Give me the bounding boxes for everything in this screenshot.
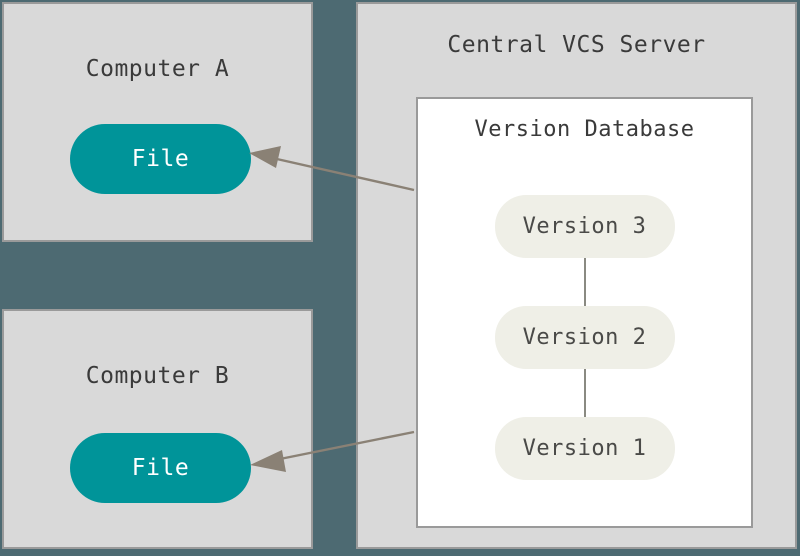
central-vcs-server-panel: Central VCS Server Version Database Vers… <box>356 2 797 549</box>
computer-b-title: Computer B <box>85 363 230 389</box>
computer-a-panel: Computer A File <box>2 2 313 242</box>
version-node-2-label: Version 2 <box>522 325 647 350</box>
computer-a-title: Computer A <box>85 56 230 82</box>
version-connector-3-2 <box>583 258 586 306</box>
version-node-3-label: Version 3 <box>522 214 647 239</box>
version-stack: Version 3 Version 2 Version 1 <box>418 195 751 480</box>
version-connector-2-1 <box>583 369 586 417</box>
central-vcs-server-title: Central VCS Server <box>447 32 706 58</box>
version-database-box: Version Database Version 3 Version 2 Ver… <box>416 97 753 528</box>
version-database-title: Version Database <box>474 117 695 142</box>
version-node-1-label: Version 1 <box>522 436 647 461</box>
computer-a-file-label: File <box>131 146 190 172</box>
computer-b-file-node[interactable]: File <box>70 433 251 503</box>
computer-b-file-label: File <box>131 455 190 481</box>
version-node-3[interactable]: Version 3 <box>494 195 675 258</box>
version-node-2[interactable]: Version 2 <box>494 306 675 369</box>
computer-b-panel: Computer B File <box>2 309 313 549</box>
computer-a-file-node[interactable]: File <box>70 124 251 194</box>
version-node-1[interactable]: Version 1 <box>494 417 675 480</box>
